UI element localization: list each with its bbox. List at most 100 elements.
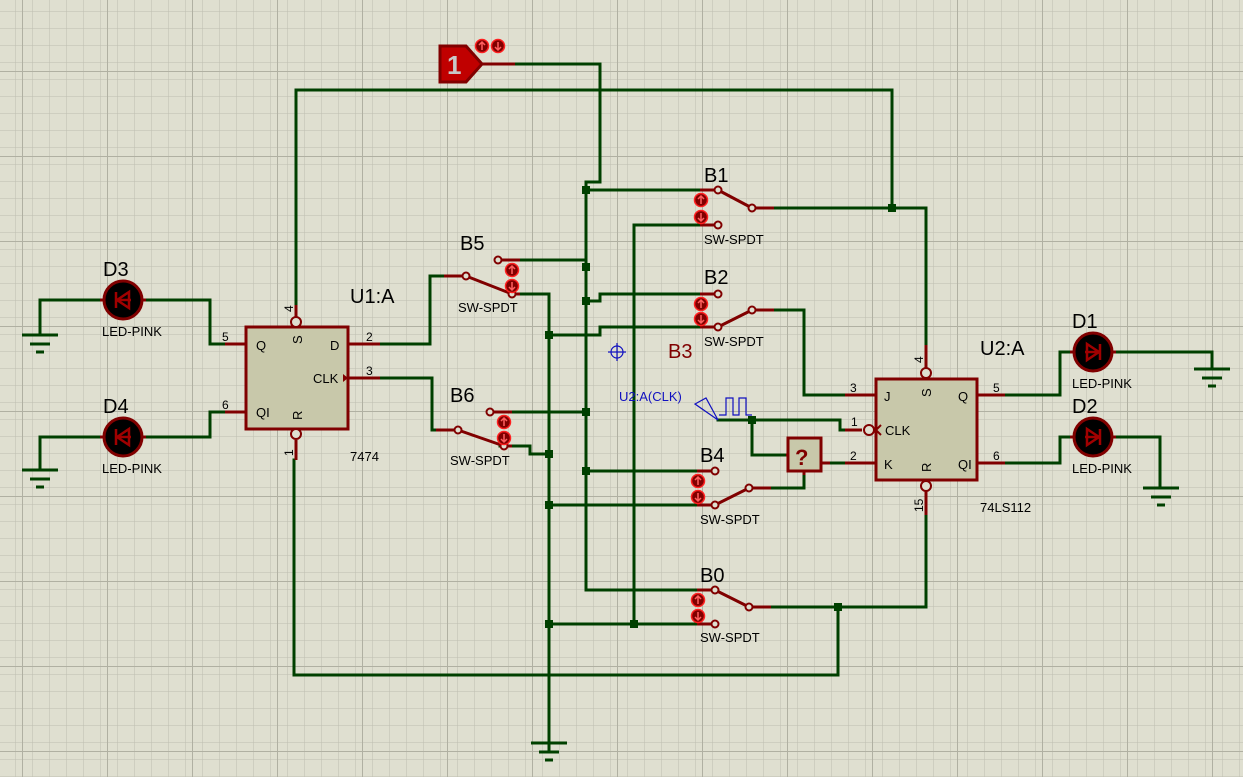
u2-pin-qi: QI [958, 457, 972, 472]
u2-pin-j: J [884, 389, 891, 404]
u2-pin-num: 15 [912, 498, 926, 512]
switch-ref: B4 [700, 445, 724, 467]
u2-pin-num: 2 [850, 449, 857, 463]
led-part: LED-PINK [1072, 376, 1132, 391]
logic-state-source[interactable]: 1 [438, 38, 515, 84]
arrow-down-icon[interactable] [693, 311, 709, 327]
switch-ref: B5 [460, 233, 484, 255]
source-label: 1 [447, 50, 461, 80]
u2-pin-r: R [919, 463, 934, 472]
u1-flipflop-7474[interactable]: U1:A 7474 Q QI D CLK S R 5 6 2 3 4 1 [222, 286, 395, 464]
ground-icon [1143, 486, 1179, 507]
u1-pin-q: Q [256, 338, 266, 353]
switch-part: SW-SPDT [458, 300, 518, 315]
led-part: LED-PINK [102, 461, 162, 476]
probe-label: ? [795, 445, 808, 470]
u2-pin-q: Q [958, 389, 968, 404]
u1-pin-num: 1 [282, 449, 296, 456]
led-ref: D2 [1072, 396, 1098, 418]
switch-ref: B0 [700, 565, 724, 587]
u2-pin-num: 6 [993, 449, 1000, 463]
u2-pin-k: K [884, 457, 893, 472]
u1-pin-num: 4 [282, 305, 296, 312]
ground-icon [531, 741, 567, 762]
arrow-down-icon[interactable] [693, 209, 709, 225]
u1-pin-num: 5 [222, 330, 229, 344]
arrow-down-icon[interactable] [496, 430, 512, 446]
arrow-up-icon[interactable] [474, 38, 490, 54]
u1-pin-s: S [290, 335, 305, 344]
led-d2[interactable]: D2 LED-PINK [1070, 396, 1132, 476]
junctions [545, 186, 896, 628]
u2-flipflop-74ls112[interactable]: U2:A 74LS112 J K CLK Q QI S R 3 2 1 5 6 … [845, 338, 1031, 515]
crosshair-icon [608, 343, 626, 361]
led-part: LED-PINK [1072, 461, 1132, 476]
led-part: LED-PINK [102, 324, 162, 339]
switch-part: SW-SPDT [450, 453, 510, 468]
switch-ref: B1 [704, 165, 728, 187]
ground-icon [22, 468, 58, 489]
switches: B5SW-SPDTB6SW-SPDTB1SW-SPDTB2SW-SPDTB4SW… [436, 165, 774, 645]
u2-part: 74LS112 [980, 500, 1031, 515]
u1-pin-qi: QI [256, 405, 270, 420]
arrow-up-icon[interactable] [496, 414, 512, 430]
u2-pin-s: S [919, 388, 934, 397]
u1-pin-num: 2 [366, 330, 373, 344]
switch-part: SW-SPDT [704, 232, 764, 247]
led-ref: D1 [1072, 311, 1098, 333]
wires [38, 62, 1214, 752]
b3-label: B3 [668, 341, 692, 363]
arrow-up-icon[interactable] [693, 296, 709, 312]
u2-ref: U2:A [980, 338, 1025, 360]
u1-pin-num: 3 [366, 364, 373, 378]
led-d3[interactable]: D3 LED-PINK [100, 259, 162, 339]
u1-ref: U1:A [350, 286, 395, 308]
u2-pin-num: 5 [993, 381, 1000, 395]
logic-probe[interactable]: ? [786, 436, 830, 475]
arrow-down-icon[interactable] [490, 38, 506, 54]
arrow-up-icon[interactable] [690, 473, 706, 489]
u2-pin-num: 3 [850, 381, 857, 395]
led-d1[interactable]: D1 LED-PINK [1070, 311, 1132, 391]
u1-pin-clk: CLK [313, 371, 339, 386]
arrow-down-icon[interactable] [690, 608, 706, 624]
arrow-up-icon[interactable] [504, 262, 520, 278]
arrow-up-icon[interactable] [693, 192, 709, 208]
ground-icon [22, 333, 58, 354]
switch-lever [717, 308, 753, 329]
u2-pin-clk: CLK [885, 423, 911, 438]
switch-lever [465, 274, 513, 296]
switch-part: SW-SPDT [700, 630, 760, 645]
arrow-up-icon[interactable] [690, 592, 706, 608]
switch-ref: B2 [704, 267, 728, 289]
switch-lever [714, 486, 750, 507]
u2-pin-num: 1 [851, 415, 858, 429]
led-ref: D3 [103, 259, 129, 281]
u1-pin-r: R [290, 411, 305, 420]
ground-icon [1194, 367, 1230, 388]
u1-pin-d: D [330, 338, 339, 353]
u1-part: 7474 [350, 449, 379, 464]
u2-pin-num: 4 [912, 356, 926, 363]
clock-probe-label: U2:A(CLK) [619, 389, 682, 404]
switch-part: SW-SPDT [704, 334, 764, 349]
led-ref: D4 [103, 396, 129, 418]
switch-part: SW-SPDT [700, 512, 760, 527]
switch-lever [714, 588, 750, 609]
arrow-down-icon[interactable] [690, 489, 706, 505]
led-d4[interactable]: D4 LED-PINK [100, 396, 162, 476]
switch-lever [457, 428, 505, 448]
arrow-down-icon[interactable] [504, 278, 520, 294]
switch-lever [717, 188, 753, 210]
clock-probe[interactable]: U2:A(CLK) [619, 389, 752, 421]
u1-pin-num: 6 [222, 398, 229, 412]
switch-ref: B6 [450, 385, 474, 407]
